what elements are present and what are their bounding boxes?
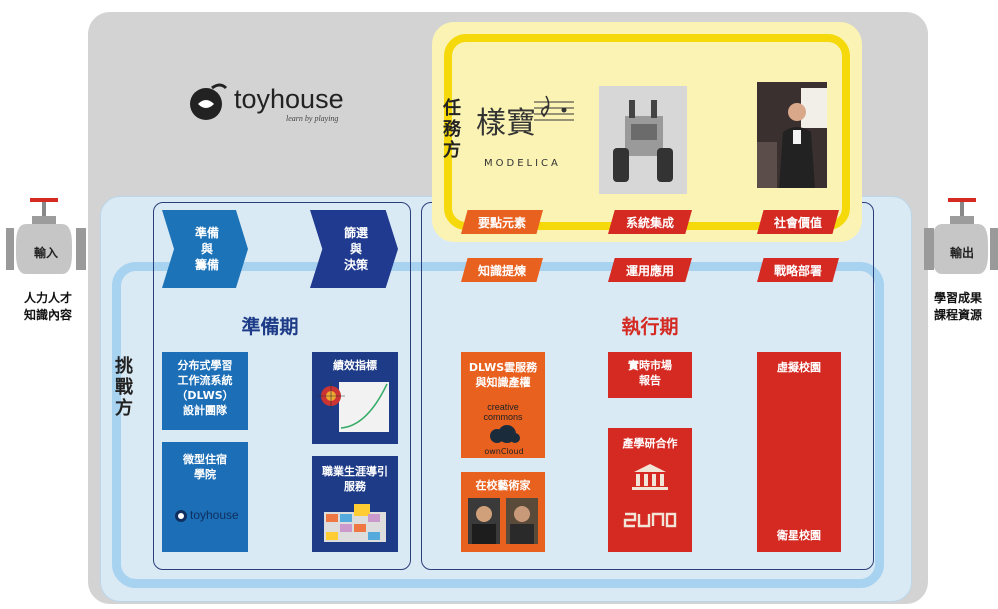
owncloud-icon bbox=[490, 425, 520, 443]
tag-key-elements: 要點元素 bbox=[461, 210, 543, 234]
box-market-report-line2: 報告 bbox=[639, 374, 661, 387]
unesco-icon bbox=[632, 464, 668, 490]
outlet-valve-icon bbox=[924, 198, 998, 274]
box-dlws-team-line2: 工作流系統 bbox=[177, 374, 233, 387]
selection-arrow-line2: 與 bbox=[349, 242, 362, 256]
prep-phase-frame bbox=[153, 202, 411, 570]
outlet-valve: 輸出 bbox=[916, 194, 998, 294]
music-staff-icon bbox=[534, 95, 574, 121]
box-virtual-campus: 虛擬校園 bbox=[777, 361, 821, 374]
inlet-text: 人力人才 知識內容 bbox=[8, 290, 88, 324]
box-micro-college: 微型住宿 學院 toyhouse bbox=[162, 442, 248, 552]
outlet-text-line1: 學習成果 bbox=[933, 291, 982, 305]
logo-tagline: learn by playing bbox=[286, 114, 339, 123]
prep-arrow-line3: 籌備 bbox=[194, 258, 219, 272]
micro-toyhouse-icon bbox=[175, 510, 187, 522]
modelica-logo: 樣寶 MODELICA bbox=[474, 88, 578, 178]
box-dlws-team: 分布式學習 工作流系統 （DLWS） 設計團隊 bbox=[162, 352, 248, 430]
box-artist-label: 在校藝術家 bbox=[475, 479, 531, 492]
prep-arrow-line1: 準備 bbox=[194, 226, 219, 240]
box-industry: 產學研合作 bbox=[608, 428, 692, 552]
micro-college-logo: toyhouse bbox=[174, 508, 244, 526]
inlet-valve-icon bbox=[6, 198, 86, 274]
performance-chart-icon bbox=[317, 382, 389, 432]
box-career-line2: 服務 bbox=[344, 480, 366, 493]
tag-application: 運用應用 bbox=[608, 258, 692, 282]
box-performance: 績效指標 bbox=[312, 352, 398, 444]
owncloud-text: ownCloud bbox=[484, 447, 524, 456]
box-career-line1: 職業生涯導引 bbox=[322, 465, 388, 478]
robot-photo bbox=[599, 86, 687, 194]
tag-system-integration: 系統集成 bbox=[608, 210, 692, 234]
selection-arrow-line1: 篩選 bbox=[343, 226, 368, 240]
box-industry-label: 產學研合作 bbox=[622, 437, 678, 450]
micro-toyhouse-text: toyhouse bbox=[190, 508, 239, 522]
box-dlws-team-line3: （DLWS） bbox=[176, 389, 234, 402]
box-micro-college-line1: 微型住宿 bbox=[183, 453, 227, 466]
inlet-text-line1: 人力人才 bbox=[23, 291, 72, 305]
outlet-label: 輸出 bbox=[949, 246, 974, 260]
box-market-report: 實時市場 報告 bbox=[608, 352, 692, 398]
modelica-calligraphy: 樣寶 bbox=[476, 106, 536, 141]
selection-arrow-line3: 決策 bbox=[343, 258, 368, 272]
inlet-label: 輸入 bbox=[33, 246, 58, 260]
challenge-side-label-text: 挑戰方 bbox=[115, 356, 133, 419]
tag-social-value: 社會價值 bbox=[757, 210, 839, 234]
outlet-text-line2: 課程資源 bbox=[933, 308, 982, 322]
inlet-text-line2: 知識內容 bbox=[23, 308, 72, 322]
prep-arrow-line2: 與 bbox=[200, 242, 213, 256]
tag-strategic-deployment: 戰略部署 bbox=[757, 258, 839, 282]
modelica-text: MODELICA bbox=[484, 158, 561, 169]
creative-commons-logo: creative commons bbox=[483, 402, 523, 422]
tag-knowledge-refining: 知識提煉 bbox=[461, 258, 543, 282]
task-side-label-text: 任務方 bbox=[443, 98, 461, 161]
box-dlws-cloud-line1: DLWS雲服務 bbox=[468, 361, 538, 374]
prep-arrow: 準備 與 籌備 bbox=[162, 210, 248, 288]
box-dlws-cloud: DLWS雲服務 與知識產權 creative commons ownCloud bbox=[461, 352, 545, 458]
outlet-text: 學習成果 課程資源 bbox=[918, 290, 998, 324]
box-dlws-cloud-line2: 與知識產權 bbox=[475, 376, 531, 389]
suno-logo-icon bbox=[623, 512, 677, 528]
career-grid-icon bbox=[324, 504, 386, 542]
box-career: 職業生涯導引 服務 bbox=[312, 456, 398, 552]
box-satellite-campus: 衛星校園 bbox=[777, 529, 821, 542]
artist-photos bbox=[468, 498, 538, 544]
robot-image bbox=[599, 86, 687, 194]
toyhouse-logo: toyhouse learn by playing bbox=[186, 80, 356, 126]
box-market-report-line1: 實時市場 bbox=[628, 359, 672, 372]
inlet-valve: 輸入 bbox=[6, 194, 86, 294]
speaker-photo bbox=[757, 82, 827, 188]
box-dlws-team-line1: 分布式學習 bbox=[177, 359, 233, 372]
prep-phase-title: 準備期 bbox=[241, 316, 299, 338]
selection-arrow: 篩選 與 決策 bbox=[310, 210, 398, 288]
speaker-image bbox=[757, 82, 827, 188]
box-artist: 在校藝術家 bbox=[461, 472, 545, 552]
logo-brand: toyhouse bbox=[234, 84, 344, 114]
task-side-label: 任務方 bbox=[442, 98, 462, 161]
toyhouse-logo-icon bbox=[190, 83, 228, 120]
box-performance-label: 績效指標 bbox=[333, 359, 377, 372]
box-dlws-team-line4: 設計團隊 bbox=[183, 404, 227, 417]
challenge-side-label: 挑戰方 bbox=[114, 356, 134, 419]
box-micro-college-line2: 學院 bbox=[194, 468, 216, 481]
exec-phase-title: 執行期 bbox=[621, 316, 679, 338]
box-campus: 虛擬校園 衛星校園 bbox=[757, 352, 841, 552]
